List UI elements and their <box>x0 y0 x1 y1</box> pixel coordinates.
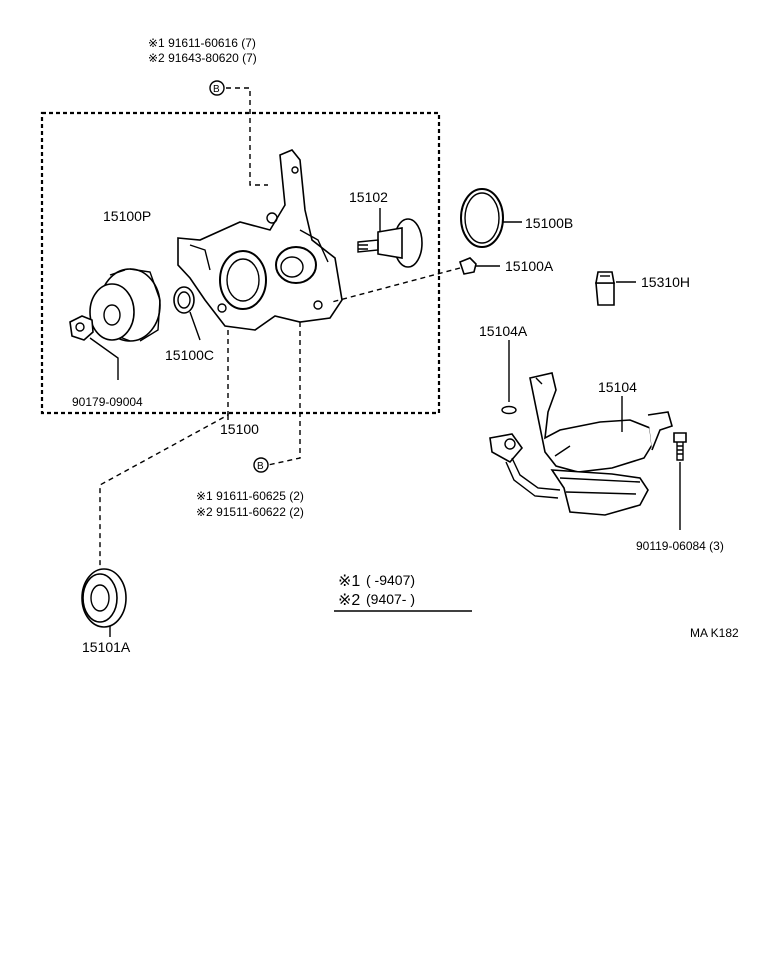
label-15100: 15100 <box>220 421 259 437</box>
plug-15100A <box>459 257 477 275</box>
label-15100A: 15100A <box>505 258 554 274</box>
label-90119-06084: 90119-06084 (3) <box>636 539 724 553</box>
label-90179-09004: 90179-09004 <box>72 395 143 409</box>
leader-top-b <box>226 87 268 186</box>
dashed-body-to-bottom-b <box>267 322 301 466</box>
relief-valve-15102 <box>357 218 423 268</box>
legend-row1-text: ( -9407) <box>366 572 415 588</box>
legend-period-box: ※1 ( -9407) ※2 (9407- ) <box>334 572 472 612</box>
o-ring-15100B <box>460 188 504 248</box>
label-15104: 15104 <box>598 379 637 395</box>
label-15101A: 15101A <box>82 639 131 655</box>
svg-text:B: B <box>213 84 220 95</box>
nut-90179 <box>69 315 94 341</box>
label-15102: 15102 <box>349 189 388 205</box>
plug-15310H <box>595 271 615 306</box>
leader-90179 <box>89 337 119 380</box>
drive-gear-15100P <box>89 268 161 342</box>
top-note-line2: ※2 91643-80620 (7) <box>148 51 257 65</box>
label-15310H: 15310H <box>641 274 690 290</box>
oil-pump-body <box>177 149 343 331</box>
bottom-b-marker: B <box>253 457 269 473</box>
oil-seal-15101A <box>81 568 127 628</box>
figure-code: MA K182 <box>690 626 739 640</box>
top-b-marker: B <box>209 80 225 96</box>
label-15104A: 15104A <box>479 323 528 339</box>
legend-row2-text: (9407- ) <box>366 591 415 607</box>
pump-assembly-group-box <box>40 111 441 415</box>
top-note-line1: ※1 91611-60616 (7) <box>148 36 256 50</box>
leader-15100C <box>189 311 201 341</box>
gasket-15104A <box>501 405 517 415</box>
bottom-note-line1: ※1 91611-60625 (2) <box>196 489 304 503</box>
seal-15100C <box>173 286 195 314</box>
oil-strainer-15104 <box>489 372 673 516</box>
label-15100C: 15100C <box>165 347 214 363</box>
svg-text:B: B <box>257 461 264 472</box>
label-15100B: 15100B <box>525 215 573 231</box>
legend-row2-mark: ※2 <box>338 592 360 609</box>
label-15100P: 15100P <box>103 208 151 224</box>
dashed-15100A-to-body <box>331 267 461 303</box>
bolt-90119 <box>673 432 687 461</box>
dashed-body-to-seal <box>99 330 229 566</box>
legend-row1-mark: ※1 <box>338 573 360 590</box>
bottom-note-line2: ※2 91511-60622 (2) <box>196 505 304 519</box>
